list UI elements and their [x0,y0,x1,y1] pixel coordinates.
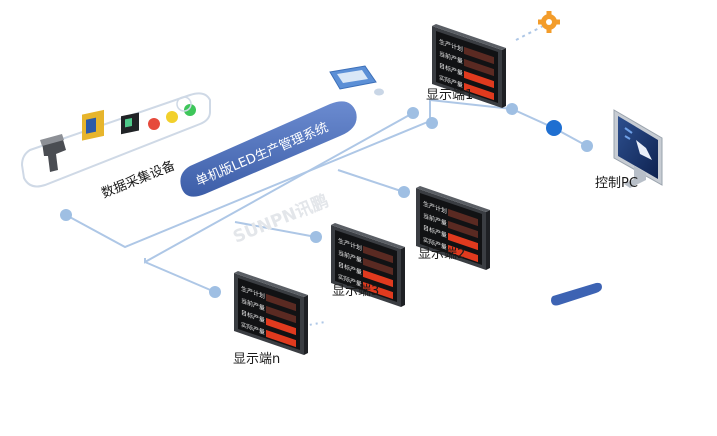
system-title: 单机版LED生产管理系统 [194,120,331,189]
red-button-icon [148,118,160,130]
mouse-icon [374,88,384,96]
display-3-label: 显示端3 [332,284,380,299]
yellow-button-icon [166,111,178,123]
control-pc-monitor-icon [613,109,663,188]
rfid-reader-icon [82,109,104,141]
keyboard-icon [329,65,377,90]
panel-led-digits [464,70,494,89]
panel-led-digits [363,245,393,264]
system-title-pill [180,101,357,197]
barcode-scanner-icon [40,134,66,172]
panel-led-digits [363,257,393,276]
panel-led-digits [464,46,494,65]
panel-led-digits [266,329,296,348]
decorative-bar [551,282,602,306]
panel-led-digits [266,317,296,336]
panel-led-digits [266,305,296,324]
data-collection-tray [20,92,211,188]
panel-led-digits [448,220,478,239]
green-button-icon [184,104,196,116]
panel-led-digits [448,232,478,251]
io-module-icon [121,112,139,135]
panel-led-digits [464,82,494,101]
network-hub-icon [546,120,562,136]
control-pc-label: 控制PC [595,176,638,191]
panel-led-digits [266,293,296,312]
display-n-label: 显示端n [233,352,281,367]
panel-led-digits [363,281,393,300]
display-1-label: 显示端1 [426,88,474,103]
panel-led-digits [448,244,478,263]
gear-icon [538,11,560,33]
display-2-label: 显示端2 [418,247,466,262]
panel-led-digits [363,269,393,288]
network-dots [60,103,593,298]
panel-led-digits [448,208,478,227]
panel-led-digits [464,58,494,77]
